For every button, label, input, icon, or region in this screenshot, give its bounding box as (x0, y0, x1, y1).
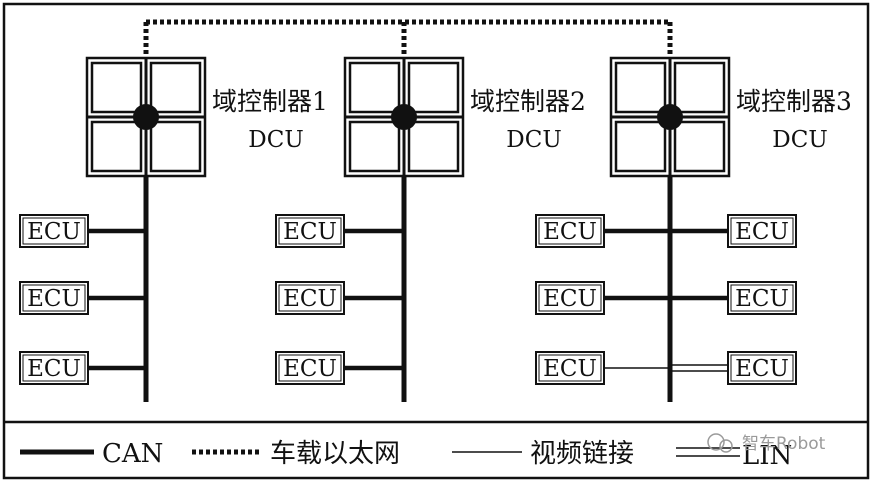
ethernet-backbone (143, 19, 673, 60)
ecu-left-3-1: ECU (535, 214, 605, 248)
ecu-left-3-2: ECU (535, 281, 605, 315)
dcu-label-1: DCU (248, 127, 303, 153)
legend-item-lin: LIN (676, 441, 792, 471)
legend-item-ethernet: 车载以太网 (192, 439, 400, 469)
ecu-left-2-3-label: ECU (283, 356, 337, 382)
dcu-label-3: DCU (772, 127, 827, 153)
ecu-left-3-3: ECU (535, 351, 605, 385)
ecu-right-3-3-label: ECU (735, 356, 789, 382)
wechat-icon-inner (719, 439, 733, 453)
ecu-left-2-1: ECU (275, 214, 345, 248)
dcu-hub-node-2 (391, 104, 417, 130)
legend-label-lin: LIN (742, 441, 792, 471)
legend-item-can: CAN (20, 439, 163, 469)
controllers-layer: 域控制器1DCUECUECUECU域控制器2DCUECUECUECU域控制器3D… (19, 56, 852, 402)
legend-item-video: 视频链接 (452, 439, 634, 469)
ecu-right-3-2: ECU (727, 281, 797, 315)
legend: CAN 车载以太网 视频链接 LIN 智车Robot (20, 433, 826, 471)
domain-controller-name-2: 域控制器2 (470, 87, 586, 116)
dcu-hub-node-1 (133, 104, 159, 130)
legend-label-ethernet: 车载以太网 (270, 439, 400, 469)
ecu-left-1-3: ECU (19, 351, 89, 385)
ecu-left-1-2-label: ECU (27, 286, 81, 312)
ecu-right-3-2-label: ECU (735, 286, 789, 312)
ecu-right-3-1: ECU (727, 214, 797, 248)
watermark: 智车Robot (707, 433, 826, 454)
dcu-label-2: DCU (506, 127, 561, 153)
ecu-left-2-3: ECU (275, 351, 345, 385)
watermark-text: 智车Robot (742, 434, 826, 454)
ecu-right-3-1-label: ECU (735, 219, 789, 245)
domain-controller-name-1: 域控制器1 (212, 87, 328, 116)
dcu-box-2 (343, 56, 465, 178)
dcu-box-1 (85, 56, 207, 178)
legend-label-video: 视频链接 (530, 439, 634, 469)
dcu-hub-node-3 (657, 104, 683, 130)
ecu-left-2-1-label: ECU (283, 219, 337, 245)
ecu-left-3-2-label: ECU (543, 286, 597, 312)
ecu-left-3-1-label: ECU (543, 219, 597, 245)
domain-controller-name-3: 域控制器3 (736, 87, 852, 116)
ecu-left-1-3-label: ECU (27, 356, 81, 382)
ecu-left-3-3-label: ECU (543, 356, 597, 382)
ecu-left-1-1-label: ECU (27, 219, 81, 245)
ecu-left-2-2: ECU (275, 281, 345, 315)
legend-label-can: CAN (102, 439, 163, 469)
ecu-left-1-1: ECU (19, 214, 89, 248)
ecu-left-2-2-label: ECU (283, 286, 337, 312)
dcu-box-3 (609, 56, 731, 178)
ecu-left-1-2: ECU (19, 281, 89, 315)
link-right-3-3 (670, 364, 728, 372)
wechat-icon (707, 433, 725, 451)
ecu-right-3-3: ECU (727, 351, 797, 385)
